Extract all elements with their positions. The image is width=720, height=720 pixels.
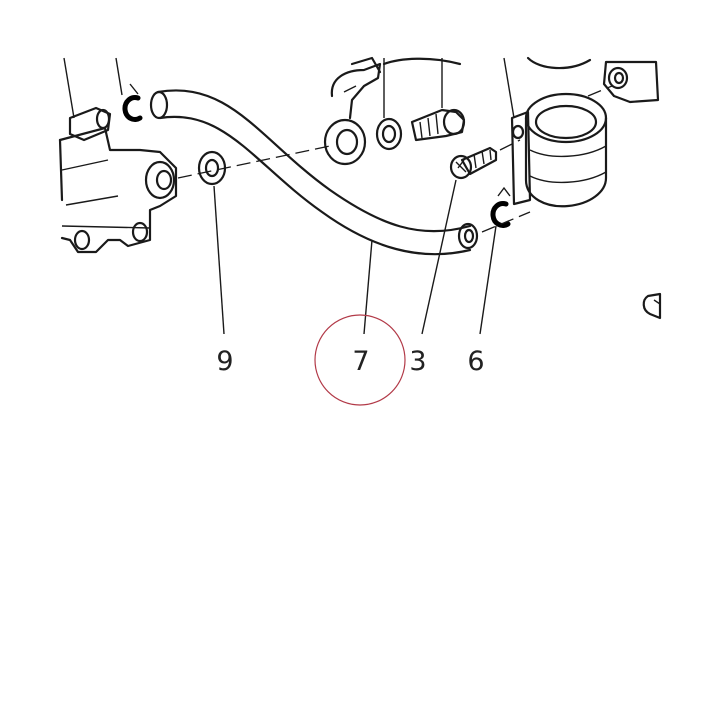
callout-6: 6 xyxy=(467,346,484,377)
leader-6 xyxy=(479,225,497,335)
pipe-clamp-assembly xyxy=(499,57,608,208)
clip-part-6 xyxy=(481,186,531,233)
leader-9 xyxy=(213,185,225,335)
hose-part-7 xyxy=(149,89,479,256)
upper-right-bracket xyxy=(526,56,662,320)
leader-3 xyxy=(421,179,457,335)
highlight-circle xyxy=(314,314,406,406)
leader-7 xyxy=(363,239,373,335)
left-valve-assembly xyxy=(58,57,178,254)
banjo-fitting-assembly xyxy=(323,56,466,166)
washer-part-9 xyxy=(197,150,227,186)
callout-7: 7 xyxy=(352,346,369,377)
bolt-part-3 xyxy=(449,146,498,180)
callout-9: 9 xyxy=(216,346,233,377)
callout-3: 3 xyxy=(409,346,426,377)
